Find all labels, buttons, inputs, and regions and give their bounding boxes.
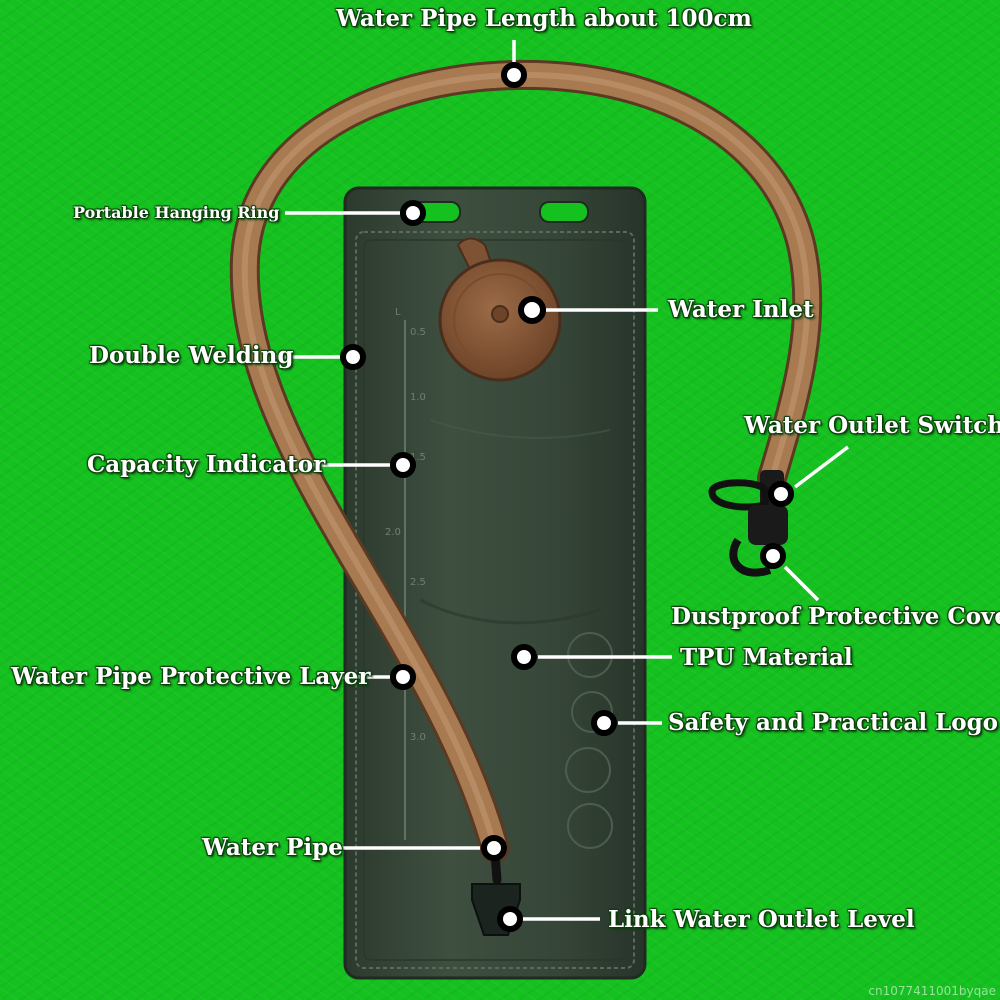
dot-tpu <box>511 644 537 670</box>
label-dustproof-cover: Dustproof Protective Cover <box>671 603 1000 630</box>
scale-mark-25: 2.5 <box>410 577 426 588</box>
scale-mark-l: L <box>395 307 401 318</box>
label-water-pipe: Water Pipe <box>202 834 343 861</box>
dot-hanging-ring <box>400 200 426 226</box>
label-safety-logo: Safety and Practical Logo <box>668 709 999 736</box>
bladder-body <box>343 186 647 980</box>
label-water-inlet: Water Inlet <box>668 296 814 323</box>
watermark: cn1077411001byqae <box>868 984 996 998</box>
valve-body <box>748 505 788 545</box>
bag-fold-2 <box>429 419 611 439</box>
dot-outlet-level <box>497 906 523 932</box>
logo-icon-1 <box>567 632 613 678</box>
dot-water-pipe <box>481 835 507 861</box>
scale-mark-15: 1.5 <box>410 452 426 463</box>
dot-protective-layer <box>390 664 416 690</box>
dust-cover <box>729 537 772 577</box>
cap-ring <box>453 273 547 367</box>
callout-dots <box>340 62 794 932</box>
dot-dustproof <box>760 543 786 569</box>
label-capacity-indicator: Capacity Indicator <box>87 451 326 478</box>
label-double-welding: Double Welding <box>89 342 294 369</box>
label-pipe-protective-layer: Water Pipe Protective Layer <box>11 663 371 690</box>
water-inlet-cap <box>438 237 562 382</box>
scale-mark-20: 2.0 <box>385 527 401 538</box>
valve-switch <box>708 479 769 511</box>
leader-dustproof <box>783 565 820 602</box>
water-pipe <box>229 59 823 885</box>
leader-lines <box>276 40 850 921</box>
label-tpu-material: TPU Material <box>680 644 853 671</box>
logo-icon-2 <box>571 691 613 733</box>
cap-center <box>491 305 509 323</box>
safety-logos <box>565 632 613 849</box>
scale-mark-30: 3.0 <box>410 732 426 743</box>
label-pipe-length: Water Pipe Length about 100cm <box>336 5 752 32</box>
dot-double-welding <box>340 344 366 370</box>
capacity-scale: L 0.5 1.0 1.5 2.0 2.5 3.0 <box>385 307 426 840</box>
hanging-ring-right <box>539 201 589 223</box>
dot-capacity <box>390 452 416 478</box>
label-outlet-level: Link Water Outlet Level <box>608 906 915 933</box>
scale-mark-05: 0.5 <box>410 327 426 338</box>
dot-safety-logo <box>591 710 617 736</box>
leader-outlet-switch <box>793 445 850 489</box>
label-outlet-switch: Water Outlet Switch <box>744 412 1000 439</box>
dot-pipe-length <box>501 62 527 88</box>
tube-highlight <box>241 71 811 851</box>
logo-icon-4 <box>567 803 613 849</box>
scale-mark-10: 1.0 <box>410 392 426 403</box>
label-hanging-ring: Portable Hanging Ring <box>73 203 280 222</box>
bladder <box>343 186 647 980</box>
bag-fold <box>419 598 601 625</box>
dot-water-inlet <box>518 296 546 324</box>
dot-outlet-switch <box>768 481 794 507</box>
double-welding-seam <box>355 231 635 969</box>
logo-icon-3 <box>565 747 611 793</box>
